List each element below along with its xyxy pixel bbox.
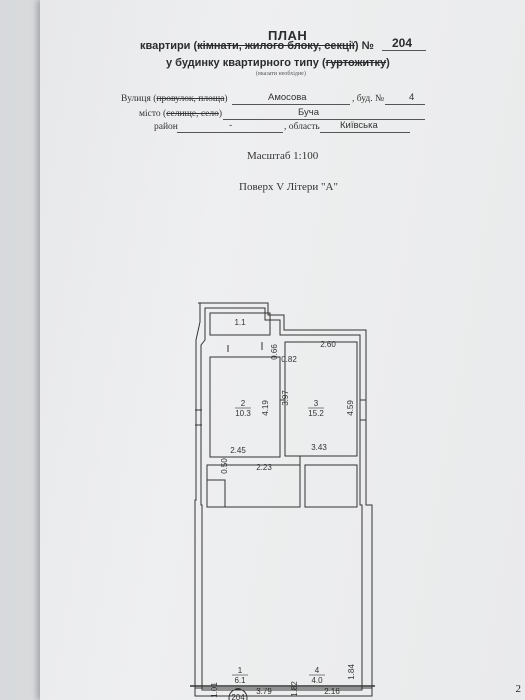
district-value: - [229, 120, 233, 131]
room-label-4-area: 4.0 [311, 676, 323, 685]
building-underline [385, 104, 425, 105]
dim-1-84: 1.84 [347, 664, 356, 680]
street-label: Вулиця (провулок, площа) [121, 94, 228, 104]
outer-wall-outline [194, 302, 373, 697]
dim-3-79: 3.79 [256, 687, 272, 696]
closet-outline [206, 479, 226, 508]
dim-4-19: 4.19 [261, 400, 270, 416]
room-label-1-area: 6.1 [234, 676, 246, 685]
header-line1-prefix: квартири ( [140, 40, 198, 52]
room-label-2-area: 10.3 [235, 409, 251, 418]
dim-3-97: 3.97 [281, 390, 290, 406]
city-label: місто (селище, село) [139, 109, 222, 119]
street-label-a: Вулиця ( [121, 94, 157, 104]
page-number: 2 [515, 683, 522, 695]
district-label: район [154, 122, 178, 132]
dim-2-23: 2.23 [256, 463, 272, 472]
region-value: Київська [340, 120, 378, 131]
dim-3-43: 3.43 [311, 443, 327, 452]
room-label-1-1: 1.1 [234, 318, 246, 327]
room-label-1-id: 1 [238, 666, 243, 675]
header-line2-prefix: у будинку квартирного типу ( [166, 57, 326, 69]
dim-2-60: 2.60 [320, 340, 336, 349]
apartment-marker-number: 204 [231, 693, 245, 700]
street-value: Амосова [268, 92, 307, 103]
district-underline [177, 132, 283, 133]
dim-4-59: 4.59 [346, 400, 355, 416]
room-1-1-outline [209, 312, 271, 336]
room-label-3-id: 3 [314, 399, 319, 408]
document-title: ПЛАН [268, 28, 308, 43]
dim-2-16: 2.16 [324, 687, 340, 696]
city-label-strike: селище, село [166, 109, 219, 119]
apartment-marker-circle [228, 688, 248, 700]
room-label-3-area: 15.2 [308, 409, 324, 418]
dim-1-01: 1.01 [210, 682, 219, 698]
dim-2-45: 2.45 [230, 446, 246, 455]
dim-0-50: 0.50 [220, 458, 229, 474]
street-underline [232, 104, 350, 105]
room-2-outline [209, 356, 281, 458]
room-4-outline [304, 464, 358, 508]
room-3-outline [284, 341, 358, 457]
dim-1-82: 1.82 [290, 681, 299, 697]
building-label: , буд. № [352, 94, 385, 104]
document-page [40, 0, 525, 700]
apartment-number-underline [382, 50, 426, 51]
city-label-a: місто ( [139, 109, 167, 119]
dim-0-82: 0.82 [281, 355, 297, 364]
room-label-4-id: 4 [315, 666, 320, 675]
street-label-b: ) [224, 94, 228, 104]
header-line2-suffix: ) [386, 57, 390, 69]
header-line1-strikethrough: кімнати, жилого блоку, секції [197, 40, 355, 52]
floor-label: Поверх V Літери "А" [239, 181, 338, 193]
scale-label: Масштаб 1:100 [247, 150, 319, 162]
city-value: Буча [298, 107, 320, 118]
region-underline [320, 132, 410, 133]
header-line-building-type: у будинку квартирного типу (гуртожитку) [166, 57, 390, 69]
header-note: (вказати необхідне) [256, 71, 306, 77]
dim-0-66: 0.66 [270, 344, 279, 360]
city-label-b: ) [218, 109, 223, 119]
street-label-strike: провулок, площа [156, 94, 225, 104]
header-line1-suffix: ) № [354, 40, 374, 52]
header-line-apartment: квартири (кімнати, жилого блоку, секції)… [140, 40, 374, 52]
building-value: 4 [409, 92, 415, 103]
apartment-number: 204 [392, 36, 413, 50]
room-label-2-id: 2 [241, 399, 246, 408]
city-underline [223, 119, 425, 120]
region-label: , область [284, 122, 320, 132]
header-line2-strikethrough: гуртожитку [325, 57, 387, 69]
